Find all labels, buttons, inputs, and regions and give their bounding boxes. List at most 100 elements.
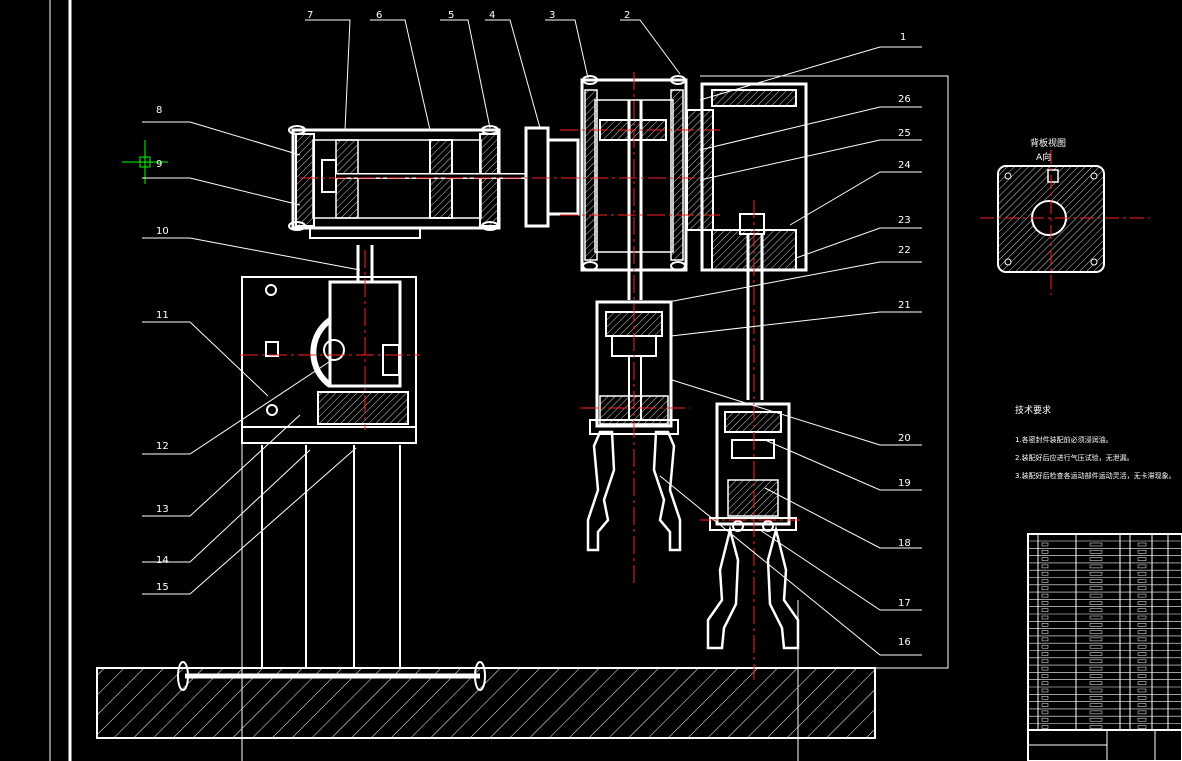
note-line: 1.各密封件装配前必须浸润油。 [1015, 435, 1113, 444]
table-cell-mark [1137, 681, 1147, 685]
part-label: 13 [156, 504, 169, 515]
part-label: 4 [489, 10, 495, 21]
table-cell-mark [1089, 688, 1103, 693]
table-cell-mark [1041, 615, 1049, 620]
table-cell-mark [1137, 630, 1147, 634]
table-cell-mark [1137, 601, 1147, 605]
table-cell-mark [1041, 688, 1049, 693]
table-cell-mark [1041, 637, 1049, 642]
table-cell-mark [1137, 623, 1147, 627]
technical-requirements: 技术要求 1.各密封件装配前必须浸润油。 2.装配好后应进行气压试验，无泄漏。 … [1015, 404, 1176, 480]
parts-list-rows [1028, 540, 1182, 729]
table-cell-mark [1089, 696, 1103, 700]
part-label: 7 [307, 10, 313, 21]
table-cell-mark [1137, 550, 1147, 554]
table-cell-mark [1137, 652, 1147, 656]
table-cell-mark [1041, 564, 1049, 569]
part-label: 6 [376, 10, 382, 21]
table-cell-mark [1137, 725, 1147, 729]
table-cell-mark [1089, 659, 1103, 664]
table-cell-mark [1041, 623, 1049, 627]
table-cell-mark [1041, 725, 1049, 729]
center-lines [240, 72, 800, 680]
part-label: 21 [898, 300, 911, 311]
table-cell-mark [1041, 681, 1049, 685]
table-cell-mark [1041, 717, 1049, 722]
part-label: 19 [898, 478, 911, 489]
table-cell-mark [1089, 579, 1103, 583]
part-label: 1 [900, 32, 906, 43]
part-label: 10 [156, 226, 169, 237]
table-cell-mark [1089, 666, 1103, 671]
table-cell-mark [1041, 571, 1049, 576]
part-label: 20 [898, 433, 911, 444]
note-line: 2.装配好后应进行气压试验，无泄漏。 [1015, 453, 1134, 462]
table-cell-mark [1089, 586, 1103, 591]
table-cell-mark [1041, 674, 1049, 678]
table-cell-mark [1089, 703, 1103, 707]
table-cell-mark [1089, 571, 1103, 576]
part-label: 3 [549, 10, 555, 21]
drawing-frame [49, 0, 72, 761]
crosshair-cursor-icon [122, 140, 168, 184]
table-cell-mark [1041, 652, 1049, 656]
notes-heading: 技术要求 [1015, 404, 1051, 416]
table-cell-mark [1089, 630, 1103, 634]
table-cell-mark [1041, 557, 1049, 561]
table-cell-mark [1137, 703, 1147, 707]
part-label: 22 [898, 245, 911, 256]
table-cell-mark [1041, 542, 1049, 547]
table-cell-mark [1041, 550, 1049, 554]
part-label: 12 [156, 441, 169, 452]
part-label: 18 [898, 538, 911, 549]
table-cell-mark [1041, 703, 1049, 707]
arm-cylinder [288, 125, 580, 239]
table-cell-mark [1089, 593, 1103, 598]
table-cell-mark [1089, 564, 1103, 569]
back-plate-view: 背板视图 A向 [980, 137, 1150, 295]
table-cell-mark [1137, 710, 1147, 715]
table-cell-mark [1137, 542, 1147, 547]
table-cell-mark [1041, 710, 1049, 715]
part-label: 17 [898, 598, 911, 609]
part-label: 8 [156, 105, 162, 116]
table-cell-mark [1137, 615, 1147, 620]
part-label: 25 [898, 128, 911, 139]
table-cell-mark [1137, 564, 1147, 569]
part-label: 15 [156, 582, 169, 593]
table-cell-mark [1137, 579, 1147, 583]
part-label: 9 [156, 159, 162, 170]
table-cell-mark [1089, 615, 1103, 620]
table-cell-mark [1089, 637, 1103, 642]
part-label: 11 [156, 310, 169, 321]
table-cell-mark [1089, 644, 1103, 649]
table-cell-mark [1089, 674, 1103, 678]
table-cell-mark [1041, 608, 1049, 612]
note-line: 3.装配好后检查各运动部件运动灵活，无卡滞现象。 [1015, 471, 1176, 480]
table-cell-mark [1137, 571, 1147, 576]
table-cell-mark [1041, 644, 1049, 649]
table-cell-mark [1137, 586, 1147, 591]
part-label: 16 [898, 637, 911, 648]
support-columns [241, 440, 799, 761]
ground-base [96, 661, 876, 739]
table-cell-mark [1137, 593, 1147, 598]
parts-list-table [1027, 533, 1182, 761]
leader-lines [142, 19, 949, 669]
table-cell-mark [1089, 623, 1103, 627]
part-label: 5 [448, 10, 454, 21]
table-cell-mark [1041, 659, 1049, 664]
table-cell-mark [1089, 681, 1103, 685]
table-cell-mark [1089, 542, 1103, 547]
table-cell-mark [1137, 688, 1147, 693]
part-label: 26 [898, 94, 911, 105]
part-label: 2 [624, 10, 630, 21]
gripper-right [706, 402, 800, 650]
table-cell-mark [1137, 557, 1147, 561]
table-cell-mark [1137, 674, 1147, 678]
table-cell-mark [1089, 601, 1103, 605]
table-cell-mark [1041, 696, 1049, 700]
table-cell-mark [1041, 630, 1049, 634]
part-labels: 1 2 3 4 5 6 7 8 9 10 11 12 13 14 15 16 1… [156, 10, 911, 648]
